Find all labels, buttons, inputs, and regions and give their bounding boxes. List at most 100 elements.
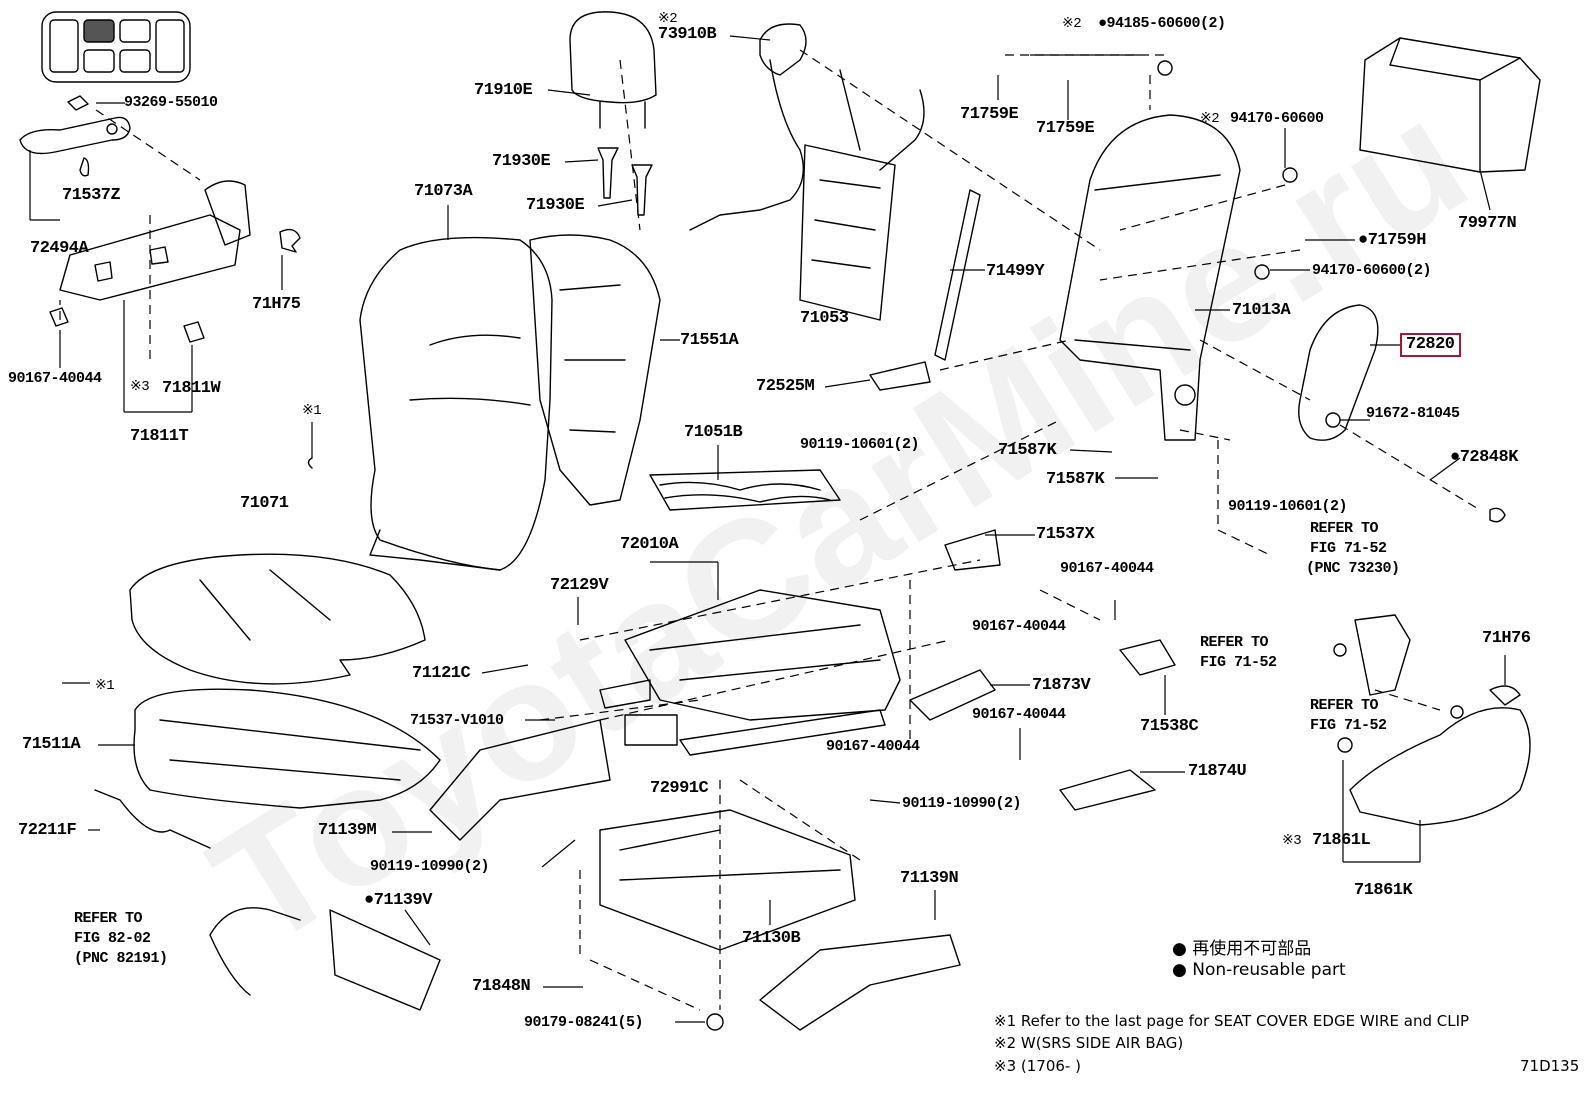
recliner-lever-71537Z: [19, 116, 131, 155]
label-73910B: 73910B: [658, 25, 717, 44]
refer-73230-line3: (PNC 73230): [1306, 560, 1400, 577]
note-mark-2c: ※2: [1200, 111, 1220, 127]
nut-icon: [1254, 264, 1270, 280]
label-90119-10601-a: 90119-10601(2): [800, 436, 920, 453]
assembly-lines: [59, 49, 1481, 1011]
label-71130B: 71130B: [742, 929, 801, 948]
label-71139N: 71139N: [900, 869, 959, 888]
label-72848K: 72848K: [1450, 448, 1518, 467]
note-mark-1a: ※1: [302, 403, 322, 419]
label-71587K-b: 71587K: [1046, 470, 1105, 489]
label-72211F: 72211F: [18, 821, 77, 840]
label-71013A: 71013A: [1232, 301, 1291, 320]
label-72129V: 72129V: [550, 576, 609, 595]
armrest-72820: [1298, 304, 1379, 441]
nut-icon: [1333, 643, 1347, 657]
nut-icon: [1337, 737, 1353, 753]
label-71759E-b: 71759E: [1036, 119, 1095, 138]
harness-82191: [209, 907, 301, 996]
figure-code: 71D135: [1520, 1057, 1580, 1075]
label-71587K-a: 71587K: [998, 441, 1057, 460]
label-72010A: 72010A: [620, 535, 679, 554]
legend-en-text: Non-reusable part: [1192, 960, 1346, 980]
label-71538C: 71538C: [1140, 717, 1199, 736]
bolt-icon: [183, 321, 205, 343]
label-71811T: 71811T: [130, 427, 189, 446]
label-94170-60600-a: 94170-60600: [1230, 110, 1324, 127]
bracket-71873V: [909, 669, 996, 721]
label-90119-10990-a: 90119-10990(2): [370, 858, 490, 875]
label-71537-V1010: 71537-V1010: [410, 712, 504, 729]
label-71053: 71053: [800, 309, 849, 328]
seatback-frame-71013A: [1059, 114, 1241, 441]
label-79977N: 79977N: [1458, 214, 1517, 233]
label-90167-40044-b: 90167-40044: [826, 738, 920, 755]
label-71551A: 71551A: [680, 331, 739, 350]
label-90119-10990-b: 90119-10990(2): [902, 795, 1022, 812]
refer-82-02-line1: REFER TO: [74, 910, 143, 927]
clip-71H75-icon: [279, 228, 301, 253]
shield-71861K: [1349, 707, 1531, 826]
seatbelt-buckle-73230: [1354, 614, 1411, 696]
label-90167-40044-d: 90167-40044: [972, 618, 1066, 635]
label-90179-08241: 90179-08241(5): [524, 1014, 644, 1031]
label-71121C: 71121C: [412, 664, 471, 683]
label-94185-text: 94185-60600(2): [1106, 15, 1227, 32]
label-71874U: 71874U: [1188, 762, 1247, 781]
label-93269-55010: 93269-55010: [124, 94, 218, 111]
seat-cushion-71071: [129, 553, 426, 685]
seatback-pad-71551A: [529, 234, 661, 506]
label-71073A: 71073A: [414, 182, 473, 201]
label-72525M: 72525M: [756, 377, 815, 396]
bolt-icon: [67, 95, 89, 111]
label-72494A: 72494A: [30, 239, 89, 258]
nut-icon: [1282, 167, 1298, 183]
clip-icon: [706, 1013, 724, 1031]
label-71071: 71071: [240, 494, 289, 513]
seatback-frame-71053: [689, 59, 925, 321]
note-1: ※1 Refer to the last page for SEAT COVER…: [994, 1012, 1470, 1030]
legend-jp: 再使用不可部品: [1172, 934, 1311, 959]
seat-position-icon: [41, 11, 191, 83]
note-mark-3b: ※3: [1282, 833, 1302, 849]
refer-82-02-line2: FIG 82-02: [74, 930, 151, 947]
clip-71H76-icon: [1489, 685, 1521, 706]
nut-icon: [1157, 60, 1173, 76]
label-71511A: 71511A: [22, 735, 81, 754]
label-71848N: 71848N: [472, 977, 531, 996]
legend-en: Non-reusable part: [1172, 960, 1346, 980]
label-71759H-text: 71759H: [1367, 231, 1427, 250]
note-mark-2a: ※2: [658, 11, 678, 27]
headrest-guides-71930E: [597, 147, 653, 216]
refer-82-02-line3: (PNC 82191): [74, 950, 168, 967]
label-71537Z: 71537Z: [62, 186, 121, 205]
label-71499Y: 71499Y: [986, 262, 1045, 281]
note-mark-3a: ※3: [130, 379, 150, 395]
cushion-pad-71511A: [133, 688, 441, 809]
label-71139V-text: 71139V: [373, 891, 433, 910]
label-71537X: 71537X: [1036, 525, 1095, 544]
bracket-71499Y: [934, 189, 981, 361]
nut-icon: [1325, 412, 1341, 428]
seatback-cover-71073A: [359, 236, 553, 571]
label-71139V: 71139V: [364, 891, 433, 910]
seat-frame-72010A: [599, 589, 901, 756]
nut-icon: [1450, 705, 1464, 719]
legend-jp-text: 再使用不可部品: [1192, 939, 1312, 959]
note-3: ※3 (1706- ): [994, 1057, 1081, 1075]
cover-71139V: [329, 909, 441, 1011]
note-2: ※2 W(SRS SIDE AIR BAG): [994, 1034, 1184, 1052]
label-71930E-b: 71930E: [526, 196, 585, 215]
label-72991C: 72991C: [650, 779, 709, 798]
bracket-71874U: [1059, 769, 1156, 811]
cap-72848K-icon: [1489, 507, 1506, 523]
label-71873V: 71873V: [1032, 676, 1091, 695]
label-71930E-a: 71930E: [492, 152, 551, 171]
wire-clip-icon: [307, 457, 313, 469]
label-90167-40044-c: 90167-40044: [1060, 560, 1154, 577]
label-72820-highlighted[interactable]: 72820: [1400, 333, 1461, 357]
note-mark-1b: ※1: [95, 678, 115, 694]
legend-dot-icon: [1172, 939, 1187, 959]
refer-71-52-a-line2: FIG 71-52: [1200, 654, 1277, 671]
refer-71-52-b-line1: REFER TO: [1310, 697, 1379, 714]
